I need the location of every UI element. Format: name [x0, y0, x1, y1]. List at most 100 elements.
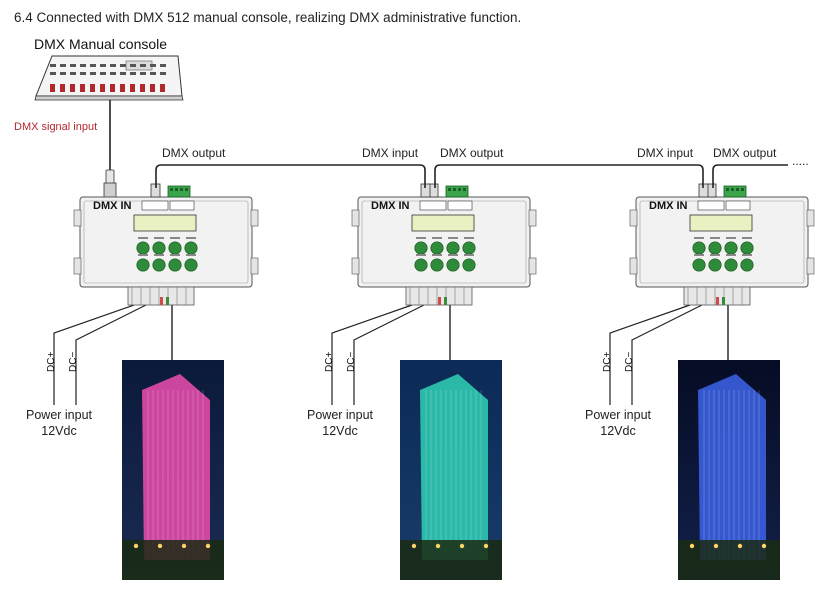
control-button — [708, 241, 722, 255]
console-key — [80, 64, 86, 67]
unit3-dc-plus-label: DC+ — [602, 351, 613, 372]
dc-minus-wire — [631, 304, 703, 405]
console-fader — [120, 84, 125, 92]
unit2-dmx-input-label: DMX input — [362, 146, 419, 160]
control-button — [446, 258, 460, 272]
button-caption — [694, 254, 704, 256]
control-button — [692, 258, 706, 272]
street-lamp — [483, 543, 489, 549]
console-key — [90, 64, 96, 67]
button-caption — [138, 237, 148, 239]
lcd-display — [411, 214, 475, 232]
mount-ear — [629, 257, 638, 275]
street-lamp — [205, 543, 211, 549]
button-caption — [154, 254, 164, 256]
control-button — [184, 241, 198, 255]
button-caption — [416, 254, 426, 256]
header-label — [169, 200, 195, 211]
street-lamp — [459, 543, 465, 549]
lcd-display — [689, 214, 753, 232]
control-button — [462, 258, 476, 272]
street-lamp — [157, 543, 163, 549]
console-key — [160, 72, 166, 75]
dc-minus-wire — [75, 304, 147, 405]
street-lamp — [713, 543, 719, 549]
terminal-screw — [741, 188, 744, 191]
unit3-dc-minus-label: DC− — [624, 351, 635, 372]
button-caption — [726, 254, 736, 256]
control-button — [152, 258, 166, 272]
red-wire-stub — [160, 297, 163, 305]
console-key — [80, 72, 86, 75]
button-caption — [742, 237, 752, 239]
street-lamp — [689, 543, 695, 549]
control-button — [724, 258, 738, 272]
control-button — [430, 241, 444, 255]
red-wire-stub — [438, 297, 441, 305]
dmx-console-icon — [34, 55, 184, 101]
button-caption — [448, 254, 458, 256]
unit1-power-input-label: Power input 12Vdc — [26, 407, 92, 439]
console-key — [90, 72, 96, 75]
unit1-dc-plus-label: DC+ — [46, 351, 57, 372]
console-key — [150, 64, 156, 67]
console-fader — [110, 84, 115, 92]
console-fader — [90, 84, 95, 92]
mount-ear — [73, 209, 82, 227]
button-caption — [726, 237, 736, 239]
dc-plus-wire — [53, 304, 135, 405]
control-button — [708, 258, 722, 272]
console-fader — [160, 84, 165, 92]
header-label — [141, 200, 169, 211]
power-input-line1: Power input — [585, 408, 652, 422]
console-key — [130, 64, 136, 67]
dc-minus-wire — [353, 304, 425, 405]
console-key — [120, 72, 126, 75]
control-button — [136, 258, 150, 272]
lit-building — [142, 374, 210, 560]
unit3-dmx-output-label: DMX output — [713, 146, 777, 160]
unit2-power-input-label: Power input 12Vdc — [307, 407, 373, 439]
street-lamp — [761, 543, 767, 549]
console-fader — [100, 84, 105, 92]
power-input-line2: 12Vdc — [322, 424, 358, 438]
dc-plus-wire — [331, 304, 413, 405]
terminal-screw — [463, 188, 466, 191]
button-caption — [448, 237, 458, 239]
button-caption — [742, 254, 752, 256]
control-button — [414, 241, 428, 255]
decoder-unit-1 — [53, 183, 259, 580]
control-button — [414, 258, 428, 272]
power-input-line2: 12Vdc — [600, 424, 636, 438]
street-lamp — [411, 543, 417, 549]
lit-building — [420, 374, 488, 560]
console-fader — [150, 84, 155, 92]
mount-ear — [73, 257, 82, 275]
console-fader — [50, 84, 55, 92]
green-wire-stub — [722, 297, 725, 305]
console-key — [60, 72, 66, 75]
button-caption — [710, 254, 720, 256]
control-button — [136, 241, 150, 255]
decoder-unit-2 — [331, 183, 537, 580]
red-wire-stub — [716, 297, 719, 305]
control-button — [168, 258, 182, 272]
console-key — [110, 64, 116, 67]
control-button — [184, 258, 198, 272]
button-caption — [138, 254, 148, 256]
control-button — [740, 258, 754, 272]
power-input-line1: Power input — [307, 408, 374, 422]
unit2-dc-plus-label: DC+ — [324, 351, 335, 372]
console-fader — [70, 84, 75, 92]
mount-ear — [250, 257, 259, 275]
control-button — [430, 258, 444, 272]
mount-ear — [806, 209, 815, 227]
street-lamp — [435, 543, 441, 549]
lit-building — [698, 374, 766, 560]
power-input-line2: 12Vdc — [41, 424, 77, 438]
header-label — [447, 200, 473, 211]
dmx-signal-input-label: DMX signal input — [14, 121, 98, 133]
button-caption — [154, 237, 164, 239]
console-title: DMX Manual console — [34, 36, 168, 52]
console-key — [110, 72, 116, 75]
